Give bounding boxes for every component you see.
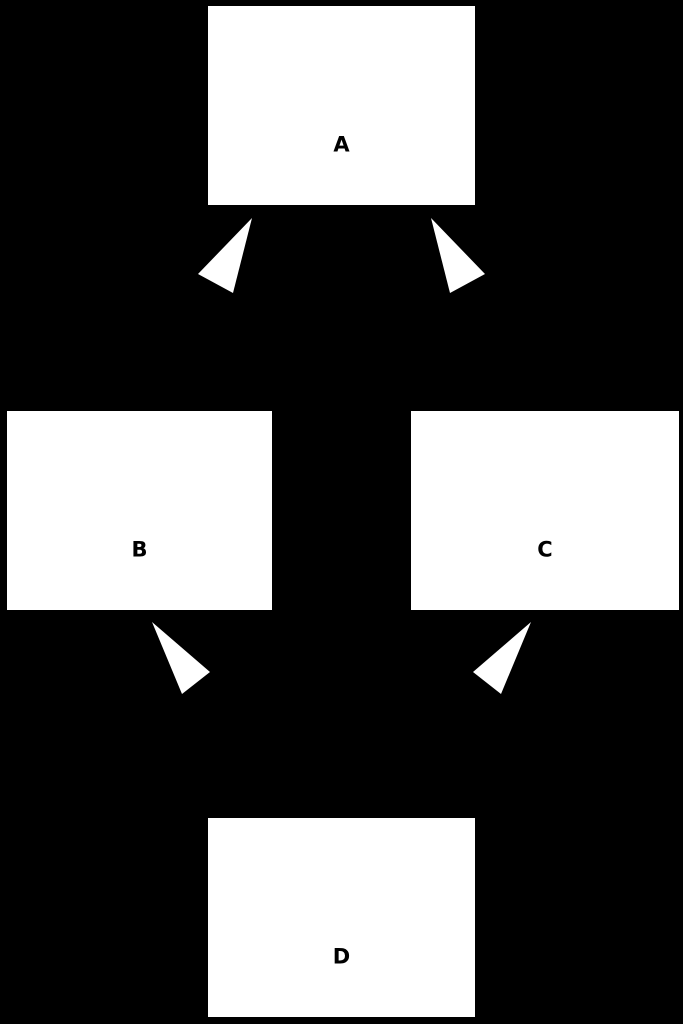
node-C: C bbox=[411, 411, 679, 610]
node-C-label: C bbox=[537, 537, 553, 562]
node-B: B bbox=[7, 411, 272, 610]
arrowhead-c-to-a-icon bbox=[431, 218, 485, 293]
arrowhead-d-to-b-icon bbox=[152, 622, 210, 694]
node-D-label: D bbox=[332, 944, 351, 969]
node-D: D bbox=[208, 818, 475, 1017]
node-A-label: A bbox=[333, 132, 350, 157]
arrowhead-d-to-c-icon bbox=[473, 622, 531, 694]
node-A: A bbox=[208, 6, 475, 205]
arrowhead-b-to-a-icon bbox=[198, 218, 252, 293]
node-B-label: B bbox=[131, 537, 148, 562]
